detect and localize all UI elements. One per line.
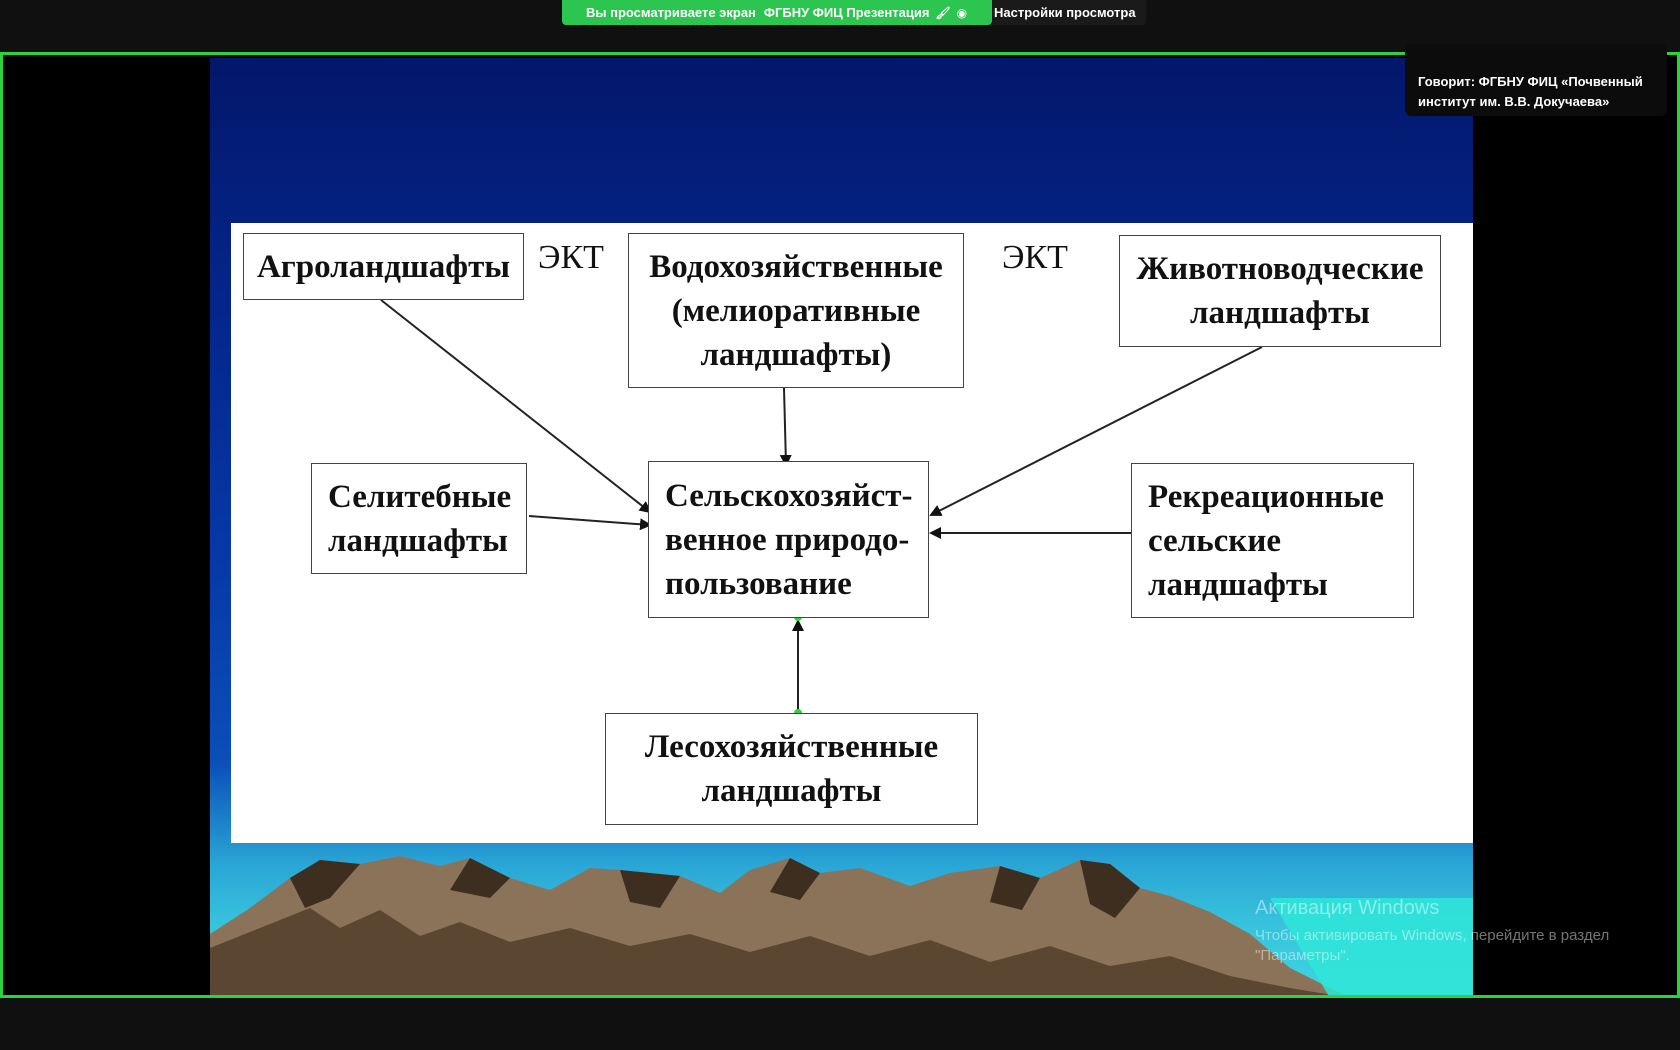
presentation-slide: Агроландшафты ЭКТ Водохозяйственные (мел… <box>210 58 1473 995</box>
remote-control-icon[interactable]: 🖌 <box>935 5 951 20</box>
mountain-illustration <box>210 856 1473 995</box>
screen-share-banner: Вы просматриваете экран ФГБНУ ФИЦ Презен… <box>562 0 992 25</box>
ekt-label-left: ЭКТ <box>538 239 604 276</box>
selitebnye-box: Селитебные ландшафты <box>311 463 527 574</box>
center-box: Сельскохозяйст-венное природо-пользовани… <box>648 461 929 618</box>
diagram-arrows <box>380 299 1263 717</box>
windows-activation-title: Активация Windows <box>1255 897 1440 919</box>
windows-activation-subtitle: Чтобы активировать Windows, перейдите в … <box>1255 927 1610 964</box>
shared-screen-frame: Агроландшафты ЭКТ Водохозяйственные (мел… <box>0 52 1680 998</box>
diagram-panel: Агроландшафты ЭКТ Водохозяйственные (мел… <box>231 223 1473 843</box>
active-speaker-label: Говорит: ФГБНУ ФИЦ «Почвенный институт и… <box>1405 44 1667 116</box>
presenter-name: ФГБНУ ФИЦ Презентация <box>763 5 930 20</box>
recreation-box: Рекреационные сельские ландшафты <box>1131 463 1414 618</box>
view-settings-button[interactable]: Настройки просмотра <box>992 0 1146 25</box>
ekt-label-right: ЭКТ <box>1002 239 1068 276</box>
record-icon[interactable]: ◉ <box>956 5 968 20</box>
water-box: Водохозяйственные (мелиоративные ландшаф… <box>628 233 964 388</box>
agro-box: Агроландшафты <box>243 233 524 300</box>
livestock-box: Животноводческие ландшафты <box>1119 235 1441 347</box>
forest-box: Лесохозяйственные ландшафты <box>605 713 978 825</box>
windows-activation-watermark: Активация Windows Чтобы активировать Win… <box>1255 897 1635 966</box>
viewing-screen-text: Вы просматриваете экран <box>586 5 756 20</box>
